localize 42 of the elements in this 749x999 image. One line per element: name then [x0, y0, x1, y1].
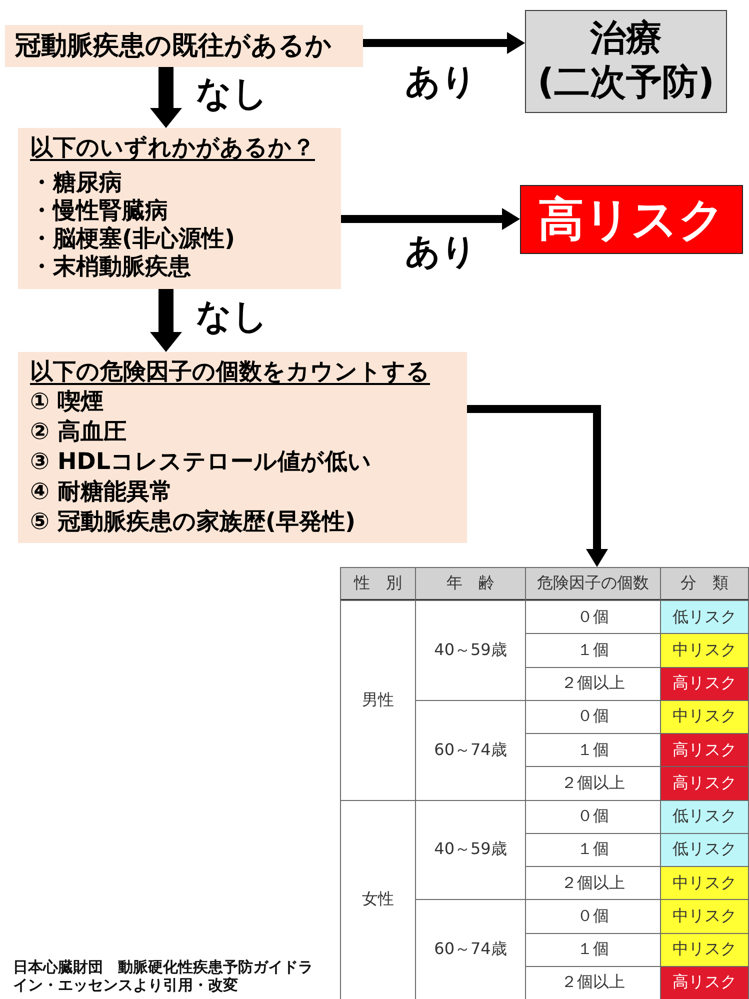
- risk-table: [340, 567, 749, 999]
- list-item: ① 喫煙: [30, 388, 104, 417]
- table-cell: 高リスク: [660, 966, 749, 999]
- arrow: [150, 289, 182, 352]
- box-heading: 以下の危険因子の個数をカウントする: [30, 358, 430, 387]
- table-cell: 男性: [340, 600, 416, 800]
- list-item: ・糖尿病: [30, 169, 122, 197]
- question-box: [18, 128, 341, 289]
- table-cell: 中リスク: [660, 633, 749, 668]
- table-cell: 中リスク: [660, 899, 749, 934]
- treatment-box: [525, 10, 727, 113]
- table-cell: 低リスク: [660, 600, 749, 634]
- box-text: 治療: [588, 17, 663, 61]
- header-cell: 性 別: [340, 567, 416, 601]
- arrow: [341, 208, 520, 230]
- header-cell: 危険因子の個数: [525, 567, 661, 601]
- list-item: ② 高血圧: [30, 418, 126, 447]
- factor-box: [18, 352, 467, 543]
- list-item: ・末梢動脈疾患: [30, 253, 191, 281]
- list-item: ④ 耐糖能異常: [30, 478, 172, 507]
- table-cell: 中リスク: [660, 700, 749, 734]
- table-cell: 中リスク: [660, 866, 749, 900]
- question-box: 冠動脈疾患の既往があるか: [5, 25, 363, 67]
- arrow: [363, 32, 525, 54]
- header-cell: 分 類: [660, 567, 749, 601]
- arrow: [467, 405, 608, 567]
- table-cell: 低リスク: [660, 800, 749, 834]
- header-cell: 年 齢: [415, 567, 526, 601]
- table-cell: 高リスク: [660, 733, 749, 768]
- box-heading: 以下のいずれかがあるか？: [30, 134, 315, 163]
- table-cell: 低リスク: [660, 832, 749, 867]
- box-text: (二次予防): [536, 61, 716, 105]
- arrow: [150, 67, 182, 128]
- list-item: ③ HDLコレステロール値が低い: [30, 448, 372, 477]
- list-item: ・脳梗塞(非心源性): [30, 225, 236, 253]
- source-note: 日本心臓財団 動脈硬化性疾患予防ガイドライン・エッセンスより引用・改変: [13, 958, 314, 994]
- risk-box: 高リスク: [520, 185, 743, 254]
- table-cell: 高リスク: [660, 766, 749, 800]
- table-cell: 高リスク: [660, 666, 749, 701]
- list-item: ⑤ 冠動脈疾患の家族歴(早発性): [30, 508, 356, 537]
- list-item: ・慢性腎臓病: [30, 197, 168, 225]
- table-cell: 中リスク: [660, 932, 749, 967]
